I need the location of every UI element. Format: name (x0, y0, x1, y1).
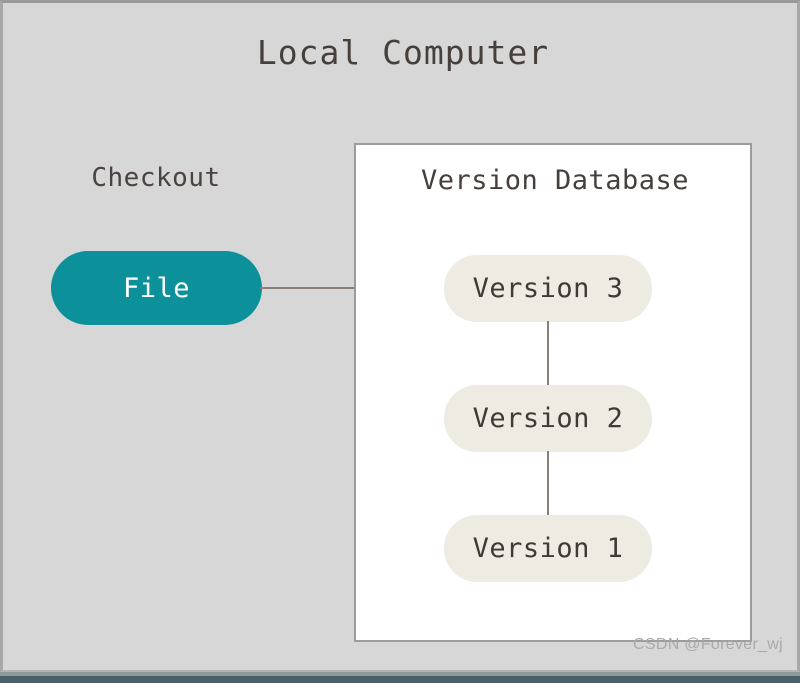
edge-version3-to-version2 (547, 321, 549, 387)
version-database-title: Version Database (420, 165, 690, 196)
checkout-label: Checkout (91, 163, 221, 193)
file-node-label: File (122, 272, 191, 304)
bottom-strip (0, 672, 800, 683)
edge-version2-to-version1 (547, 451, 549, 517)
version-node-3[interactable]: Version 3 (444, 255, 652, 322)
watermark: CSDN @Forever_wj (633, 636, 783, 653)
version-node-1[interactable]: Version 1 (444, 515, 652, 582)
version-node-2-label: Version 2 (472, 403, 624, 434)
page-title: Local Computer (256, 33, 550, 72)
version-node-3-label: Version 3 (472, 273, 624, 304)
file-node[interactable]: File (51, 251, 262, 325)
bottom-strip-highlight (0, 672, 800, 676)
version-node-2[interactable]: Version 2 (444, 385, 652, 452)
version-node-1-label: Version 1 (472, 533, 624, 564)
